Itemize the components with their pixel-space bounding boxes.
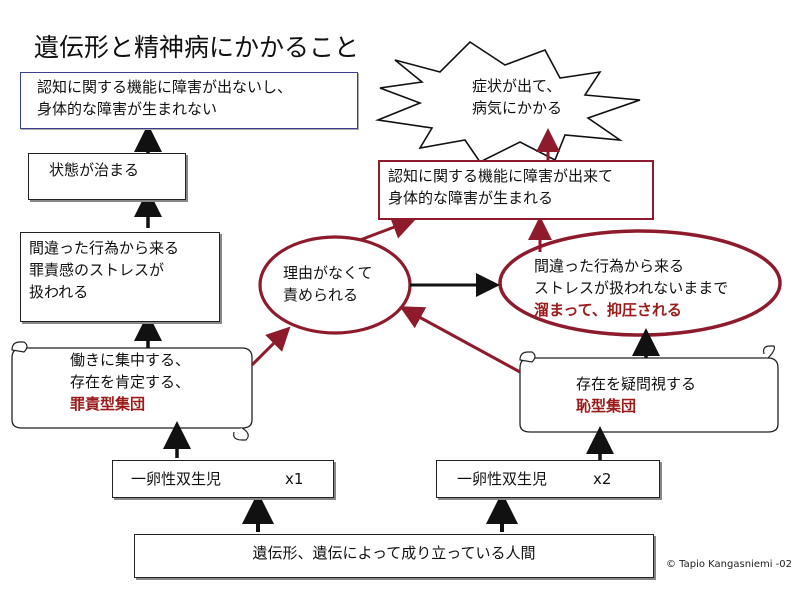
arrow-scroll-to-blamed — [250, 326, 291, 367]
base-box: 遺伝形、遺伝によって成り立っている人間 — [134, 534, 654, 578]
stabilize-label: 状態が治まる — [49, 161, 140, 179]
blamed-line-2: 責められる — [283, 285, 359, 304]
left-top-line-2: 身体的な障害が生まれない — [37, 99, 218, 118]
left-scroll-line-1: 働きに集中する、 — [70, 351, 191, 369]
arrow-rightscroll-to-blamed — [399, 306, 521, 374]
burst-text: 症状が出て、 病気にかかる — [472, 76, 562, 120]
burst-line-2: 病気にかかる — [472, 98, 563, 117]
page-title: 遺伝形と精神病にかかること — [34, 33, 360, 62]
disorder-line-2: 身体的な障害が生まれる — [388, 188, 554, 207]
blamed-text: 理由がなくて 責められる — [283, 263, 373, 307]
base-label: 遺伝形、遺伝によって成り立っている人間 — [252, 544, 536, 562]
twin1-label: 一卵性双生児 — [131, 470, 222, 488]
twin2-label: 一卵性双生児 — [457, 470, 548, 488]
right-scroll-text: 存在を疑問視する 恥型集団 — [576, 374, 696, 418]
left-scroll-shape — [11, 341, 253, 441]
right-scroll-shape — [519, 345, 779, 433]
burst-line-1: 症状が出て、 — [472, 77, 562, 95]
burst-shape — [374, 40, 641, 164]
right-scroll-type: 恥型集団 — [576, 396, 637, 415]
disorder-line-1: 認知に関する機能に障害が出来て — [388, 167, 614, 185]
left-scroll-text: 働きに集中する、 存在を肯定する、 罪責型集団 — [70, 350, 190, 415]
guilt-line-2: 罪責感のストレスが — [29, 260, 165, 279]
arrow-blamed-to-disorder — [359, 216, 417, 242]
guilt-stress-box: 間違った行為から来る 罪責感のストレスが 扱われる — [20, 232, 220, 322]
twin2-number: x2 — [593, 470, 612, 488]
stress-line-2: ストレスが扱われないままで — [534, 278, 729, 297]
left-scroll-type: 罪責型集団 — [70, 394, 146, 413]
twin2-box: 一卵性双生児 x2 — [436, 460, 660, 498]
left-scroll-line-2: 存在を肯定する、 — [70, 372, 191, 391]
left-top-line-1: 認知に関する機能に障害が出ないし、 — [37, 78, 293, 96]
blamed-line-1: 理由がなくて — [283, 264, 373, 282]
guilt-line-1: 間違った行為から来る — [29, 239, 180, 257]
copyright-text: © Tapio Kangasniemi -02 — [665, 559, 792, 570]
stress-oval-text: 間違った行為から来る ストレスが扱われないままで 溜まって、抑圧される — [534, 256, 728, 321]
stress-line-1: 間違った行為から来る — [534, 257, 685, 275]
stress-line-red: 溜まって、抑圧される — [534, 300, 682, 319]
right-scroll-line-1: 存在を疑問視する — [576, 375, 697, 393]
left-top-box: 認知に関する機能に障害が出ないし、 身体的な障害が生まれない — [20, 72, 358, 129]
disorder-box: 認知に関する機能に障害が出来て 身体的な障害が生まれる — [378, 160, 654, 220]
guilt-line-3: 扱われる — [29, 282, 89, 301]
twin1-box: 一卵性双生児 x1 — [112, 460, 334, 498]
twin1-number: x1 — [285, 470, 304, 488]
stabilize-box: 状態が治まる — [28, 153, 186, 200]
